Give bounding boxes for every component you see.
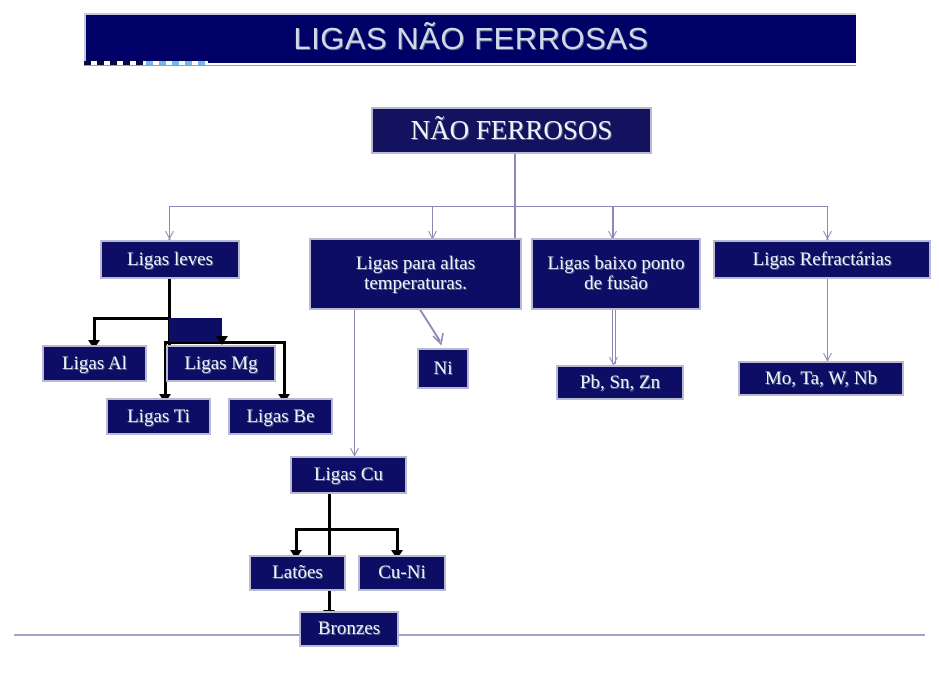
node-bronzes[interactable]: Bronzes <box>299 611 399 647</box>
connector-altas-temp-to-ligas-cu <box>354 310 355 455</box>
connector-diagonal-ni <box>418 307 444 346</box>
node-label: Ligas Be <box>246 405 315 427</box>
node-ligas-baixo-ponto-fusao[interactable]: Ligas baixo ponto de fusão <box>531 238 701 310</box>
node-label: Cu-Ni <box>378 562 426 584</box>
node-label: Ni <box>433 357 453 379</box>
connector-drop-pb-sn-zn-a <box>612 310 613 364</box>
connector-line <box>418 307 441 342</box>
connector-drop-refractarias <box>827 206 828 238</box>
title-underline-rule <box>84 65 856 66</box>
node-ligas-al[interactable]: Ligas Al <box>42 345 147 382</box>
arrowhead-refractarias <box>822 231 833 240</box>
connector-drop-cuni <box>396 528 399 553</box>
node-ligas-cu[interactable]: Ligas Cu <box>290 456 407 494</box>
arrowhead-latoes <box>290 550 302 559</box>
connector-drop-ligas-leves <box>169 206 170 238</box>
connector-root-bus <box>169 206 828 207</box>
arrowhead-ligas-al <box>88 340 100 349</box>
connector-root-stem <box>514 154 516 207</box>
connector-drop-ligas-be <box>283 341 286 397</box>
node-label: Ligas Mg <box>184 352 258 374</box>
node-label: Mo, Ta, W, Nb <box>764 367 878 389</box>
node-ligas-leves[interactable]: Ligas leves <box>100 240 240 279</box>
connector-bar-ligas-al <box>94 317 170 320</box>
node-ligas-refractarias[interactable]: Ligas Refractárias <box>713 240 931 279</box>
slide-title-banner: LIGAS NÃO FERROSAS <box>84 13 856 63</box>
node-pb-sn-zn[interactable]: Pb, Sn, Zn <box>556 365 684 400</box>
node-label: Ligas leves <box>126 248 213 270</box>
node-label: Latões <box>272 562 323 584</box>
node-label: NÃO FERROSOS <box>410 115 613 146</box>
node-label: Pb, Sn, Zn <box>579 371 661 393</box>
node-label: Ligas Al <box>62 352 127 374</box>
arrowhead-ni <box>432 332 444 346</box>
bottom-horizontal-rule <box>14 634 925 636</box>
page-title: LIGAS NÃO FERROSAS <box>293 21 649 56</box>
node-ligas-altas-temperaturas[interactable]: Ligas para altas temperaturas. <box>309 238 522 310</box>
selection-marquee-dash-light <box>146 61 208 65</box>
node-label: Ligas Ti <box>127 405 190 427</box>
arrowhead-cuni <box>391 550 403 559</box>
node-ligas-be[interactable]: Ligas Be <box>228 398 333 435</box>
node-label: Ligas baixo ponto de fusão <box>547 253 685 294</box>
node-label: Ligas Refractárias <box>752 248 892 270</box>
connector-drop-ligas-al <box>93 317 96 343</box>
connector-bar-latoes-cuni <box>295 528 399 531</box>
node-label: Ligas para altas temperaturas. <box>355 253 476 294</box>
connector-drop-baixo-ponto <box>612 206 614 238</box>
selection-marquee-dash-dark <box>84 61 146 65</box>
node-mo-ta-w-nb[interactable]: Mo, Ta, W, Nb <box>738 361 904 396</box>
arrowhead-ligas-mg <box>216 336 228 345</box>
node-label: Ligas Cu <box>313 464 384 486</box>
node-nao-ferrosos[interactable]: NÃO FERROSOS <box>371 107 652 154</box>
arrowhead-ligas-leves <box>164 231 175 240</box>
connector-drop-pb-sn-zn-b <box>615 310 616 364</box>
node-ligas-mg[interactable]: Ligas Mg <box>166 345 276 382</box>
connector-drop-ligas-ti <box>164 341 167 397</box>
node-ni[interactable]: Ni <box>417 348 469 389</box>
connector-drop-altas-temp <box>432 206 433 238</box>
node-label: Bronzes <box>317 618 381 640</box>
overlap-artifact-rectangle <box>169 318 222 342</box>
connector-root-center-drop <box>514 206 516 251</box>
connector-drop-mo-ta-w-nb <box>827 279 828 360</box>
node-ligas-ti[interactable]: Ligas Ti <box>106 398 211 435</box>
node-cu-ni[interactable]: Cu-Ni <box>358 555 446 591</box>
connector-drop-latoes <box>295 528 298 553</box>
node-latoes[interactable]: Latões <box>249 555 346 591</box>
